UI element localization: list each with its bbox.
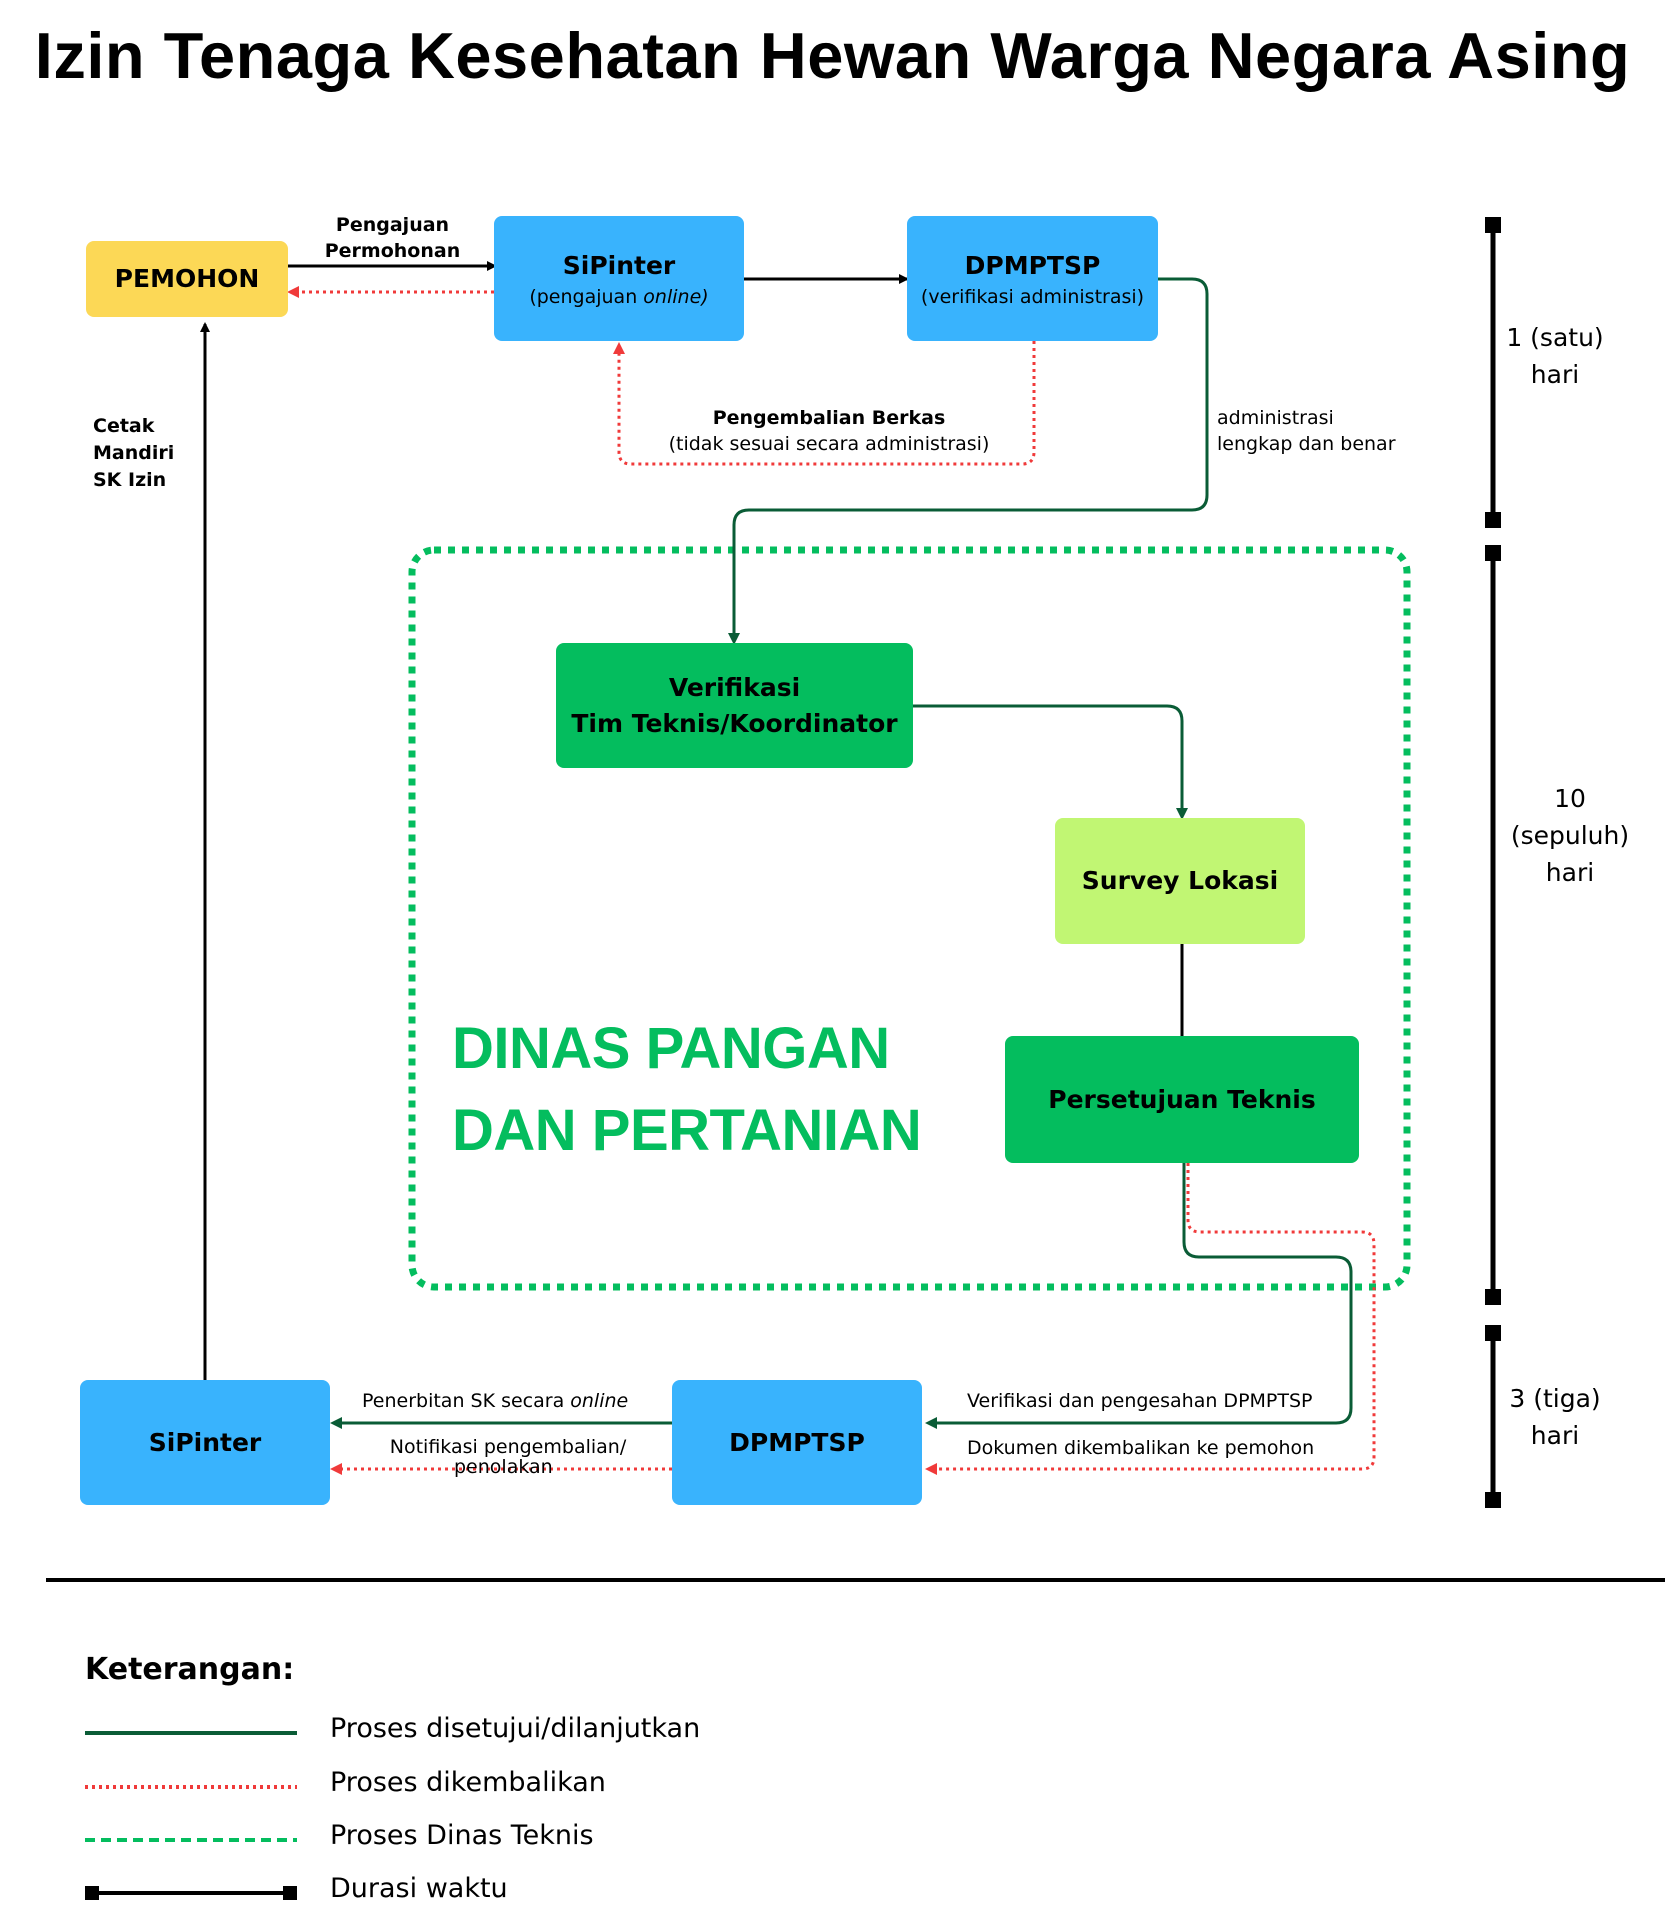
label-administrasi-lengkap: administrasi lengkap dan benar [1217,405,1396,457]
label-cetak-line3: SK Izin [93,469,167,491]
node-sipinter-top-sub: (pengajuan online) [529,284,708,310]
node-sipinter-bottom: SiPinter [80,1380,330,1505]
legend-item-returned: Proses dikembalikan [330,1767,606,1798]
node-dpmptsp-top-sub: (verifikasi administrasi) [920,285,1145,308]
label-notifikasi-line1: Notifikasi pengembalian/ [389,1436,627,1458]
label-penerbitan-prefix: Penerbitan SK secara [362,1390,571,1412]
duration-bar-1 [1485,217,1501,528]
label-penerbitan-sk: Penerbitan SK secara online [362,1388,628,1414]
label-dokumen-dikembalikan: Dokumen dikembalikan ke pemohon [967,1437,1315,1459]
label-cetak-line2: Mandiri [93,442,175,464]
duration-3-line1: 3 (tiga) [1509,1384,1601,1413]
node-sipinter-top: SiPinter (pengajuan online) [494,216,744,341]
legend-swatch-duration [85,1886,297,1900]
edge-verifikasi-survey [913,704,1188,820]
label-pengajuan-line2: Permohonan [324,240,461,262]
node-verifikasi-line1: Verifikasi [668,672,801,702]
node-survey-lokasi: Survey Lokasi [1055,818,1305,944]
node-dpmptsp-bottom-label: DPMPTSP [729,1427,865,1457]
node-persetujuan-teknis-label: Persetujuan Teknis [1048,1084,1316,1114]
legend-item-dinas-teknis: Proses Dinas Teknis [330,1820,594,1851]
label-pengajuan-permohonan: Pengajuan Permohonan [320,212,465,264]
region-label-dinas: DINAS PANGAN DAN PERTANIAN [452,1008,922,1172]
label-pengajuan-line1: Pengajuan [335,214,450,236]
label-pengembalian-title: Pengembalian Berkas [712,407,946,429]
label-cetak-line1: Cetak [93,415,155,437]
edge-dokumen-dikembalikan [925,1163,1376,1475]
duration-label-2: 10 (sepuluh) hari [1505,780,1635,891]
edge-administrasi-lengkap [728,277,1209,645]
node-verifikasi: Verifikasi Tim Teknis/Koordinator [556,643,913,768]
label-administrasi-line1: administrasi [1217,407,1334,429]
legend-item-approved: Proses disetujui/dilanjutkan [330,1713,701,1744]
node-sipinter-top-sub-italic: online) [643,285,709,308]
dinas-region-border [408,546,1411,1291]
duration-bar-2 [1485,545,1501,1305]
node-pemohon: PEMOHON [86,241,288,317]
node-sipinter-bottom-label: SiPinter [148,1427,262,1457]
duration-label-1: 1 (satu) hari [1500,319,1610,393]
duration-2-line1: 10 [1554,784,1586,813]
label-verifikasi-pengesahan: Verifikasi dan pengesahan DPMPTSP [967,1390,1313,1412]
region-label-line2: DAN PERTANIAN [452,1098,922,1163]
duration-2-line3: hari [1545,858,1595,887]
label-penerbitan-italic: online [570,1390,629,1412]
edge-verifikasi-pengesahan [925,1163,1353,1429]
label-pengembalian-berkas: Pengembalian Berkas (tidak sesuai secara… [646,405,1012,457]
legend-title: Keterangan: [85,1652,295,1687]
duration-1-line1: 1 (satu) [1506,323,1604,352]
node-sipinter-top-sub-prefix: (pengajuan [529,285,644,308]
node-survey-lokasi-label: Survey Lokasi [1081,866,1279,895]
node-pemohon-label: PEMOHON [114,264,260,293]
duration-bar-3 [1485,1325,1501,1508]
node-verifikasi-line2: Tim Teknis/Koordinator [571,708,898,738]
node-persetujuan-teknis: Persetujuan Teknis [1005,1036,1359,1163]
page-title: Izin Tenaga Kesehatan Hewan Warga Negara… [34,19,1631,92]
duration-1-line2: hari [1530,360,1580,389]
label-pengembalian-sub: (tidak sesuai secara administrasi) [668,433,990,455]
duration-label-3: 3 (tiga) hari [1500,1380,1610,1454]
duration-2-line2: (sepuluh) [1510,821,1630,850]
label-administrasi-line2: lengkap dan benar [1217,433,1396,455]
node-sipinter-top-title: SiPinter [562,250,676,280]
legend-item-duration: Durasi waktu [330,1873,508,1904]
region-label-line1: DINAS PANGAN [452,1016,890,1081]
node-dpmptsp-top-title: DPMPTSP [964,250,1101,280]
duration-3-line2: hari [1530,1421,1580,1450]
label-notifikasi-line2: penolakan [454,1456,553,1478]
label-cetak-mandiri: Cetak Mandiri SK Izin [93,413,174,494]
label-notifikasi: Notifikasi pengembalian/ penolakan [378,1434,638,1481]
node-dpmptsp-top: DPMPTSP (verifikasi administrasi) [907,216,1158,341]
node-dpmptsp-bottom: DPMPTSP [672,1380,922,1505]
